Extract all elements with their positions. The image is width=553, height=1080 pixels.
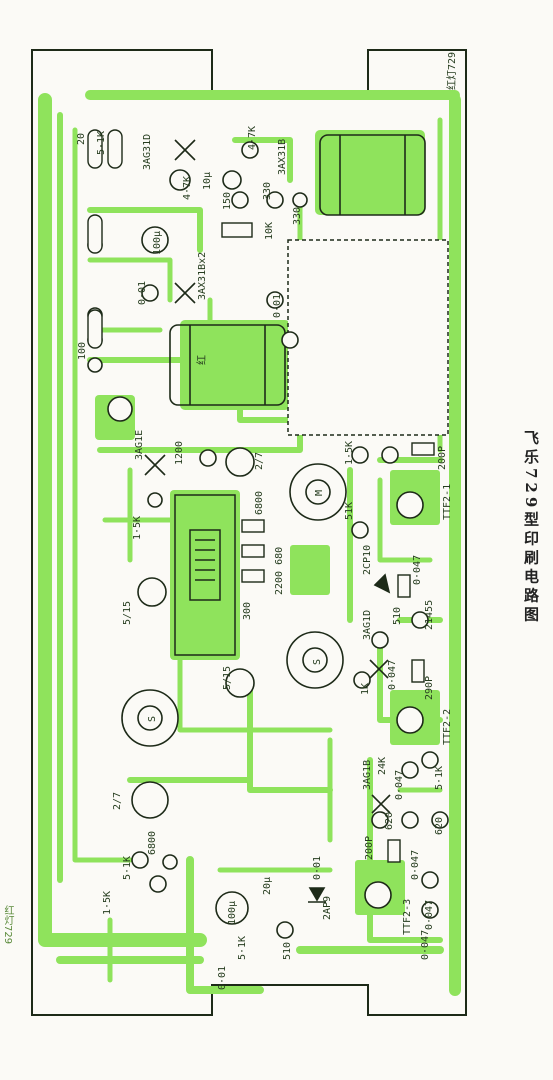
label: 5/15: [122, 601, 133, 625]
label: 24K: [377, 757, 388, 775]
label: 4·7K: [182, 176, 193, 200]
transformer-1: [169, 324, 286, 406]
label: 200P: [364, 836, 375, 860]
label: 300: [242, 602, 253, 620]
label: 3AG31D: [142, 134, 153, 170]
label: 20: [76, 133, 87, 145]
label: TTF2-1: [442, 484, 453, 520]
label: 100μ: [152, 231, 163, 255]
label: 10μ: [202, 172, 213, 190]
label: 0·047: [387, 660, 398, 690]
label: 6800: [147, 831, 158, 855]
label: 2200 680: [274, 547, 285, 595]
label: 510: [392, 607, 403, 625]
label: TTF2-3: [402, 899, 413, 935]
component-labels: 20 5·1K 3AG31D 4·7K 3AX31B 4·7K 10μ 330 …: [76, 52, 458, 990]
label: 5/15: [222, 666, 233, 690]
label: 1K: [360, 683, 371, 695]
side-mark: 红灯729: [2, 905, 13, 945]
label: M: [314, 490, 325, 496]
figure-caption: 飞乐729型印刷电路图: [522, 430, 540, 626]
variable-capacitor: [174, 494, 236, 656]
label: 3AG1B: [362, 760, 373, 790]
label: 1200: [174, 441, 185, 465]
label: 0·01: [217, 966, 228, 990]
label: 5·1K: [434, 766, 445, 790]
label: 1·5K: [102, 891, 113, 915]
label: TTF2-2: [442, 709, 453, 745]
speaker-window: [287, 239, 449, 436]
label: 4·7K: [247, 126, 258, 150]
label: 0·01: [312, 856, 323, 880]
label: 2/7: [254, 452, 265, 470]
label: 1·5K: [344, 441, 355, 465]
label: 0·01: [137, 281, 148, 305]
label: S: [312, 659, 323, 665]
label: 20μ: [262, 877, 273, 895]
label: 510: [282, 942, 293, 960]
label: 2/7: [112, 792, 123, 810]
label: 0·01: [272, 294, 283, 318]
label: 10K: [264, 222, 275, 240]
label: 330: [292, 207, 303, 225]
label: 2AP9: [322, 896, 333, 920]
transformer-2: [319, 134, 426, 216]
label: 0·047: [410, 850, 421, 880]
label: 100μ: [227, 901, 238, 925]
label: S: [147, 716, 158, 722]
label: 100: [77, 342, 88, 360]
label: 3AX31B: [277, 139, 288, 175]
label: 5·1K: [237, 936, 248, 960]
label: 0·047: [412, 555, 423, 585]
corner-mark: 红灯729: [445, 52, 458, 90]
round-components: [87, 141, 449, 939]
label: 红: [195, 355, 208, 365]
label: 21455: [424, 600, 435, 630]
label: 0·047: [394, 770, 405, 800]
label: 5·1K: [122, 856, 133, 880]
label: 5·1K: [96, 131, 107, 155]
label: 620: [434, 817, 445, 835]
label: 200P: [437, 446, 448, 470]
label: 3AX31Bx2: [197, 252, 208, 300]
label: 1·5K: [132, 516, 143, 540]
label: 150: [222, 192, 233, 210]
resistors: [87, 129, 435, 863]
label: 330: [262, 182, 273, 200]
semiconductor-marks: [144, 139, 391, 903]
label: 620: [384, 812, 395, 830]
label: 2CP10: [362, 545, 373, 575]
label: 6800: [254, 491, 265, 515]
label: 3AG1D: [362, 610, 373, 640]
label: 290P: [424, 676, 435, 700]
label: 0·047: [420, 930, 431, 960]
label: 51K: [344, 502, 355, 520]
label: 0·047: [424, 900, 435, 930]
label: 3AG1E: [134, 430, 145, 460]
copper-traces: [38, 90, 461, 996]
